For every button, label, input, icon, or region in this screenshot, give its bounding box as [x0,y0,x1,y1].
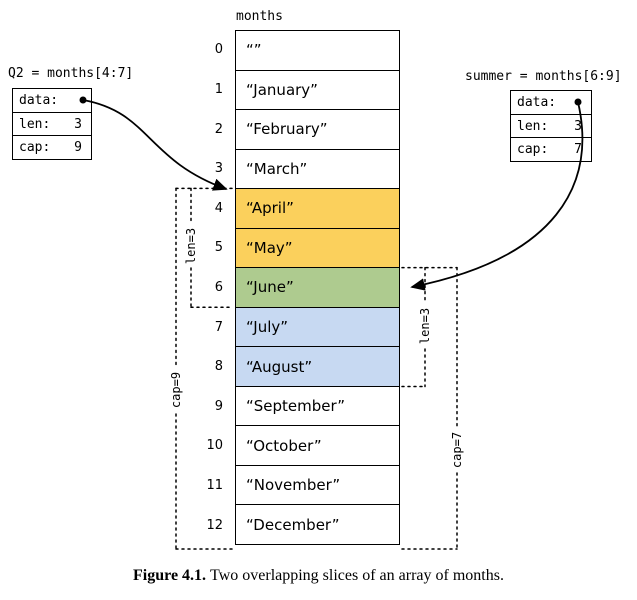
array-cell: “” [236,31,399,71]
array-index: 6 [214,279,223,295]
figure-caption: Figure 4.1.Two overlapping slices of an … [0,567,637,585]
array-cell: “February” [236,110,399,150]
array-cell: “July” [236,307,399,348]
q2-cap-value: 9 [74,140,82,156]
q2-len-label: len: [19,116,51,132]
q2-data-row: data: [13,89,91,113]
summer-data-row: data: [511,91,591,115]
array-index: 0 [214,42,223,58]
q2-len-row: len: 3 [13,113,91,137]
array-index: 7 [214,319,223,335]
array-cell: “September” [236,386,399,427]
array-index: 11 [206,478,223,493]
summer-data-label: data: [517,94,557,110]
summer-len-row: len: 3 [511,115,591,139]
array-index: 9 [214,398,223,414]
summer-slice-header: data: len: 3 cap: 7 [510,90,592,162]
array-cell: “October” [236,426,399,466]
array-cell: “January” [236,70,399,111]
array-name-label: months [236,9,283,24]
array-cell: “May” [236,228,399,269]
q2-len-bracket-label: len=3 [183,225,199,267]
q2-slice-title: Q2 = months[4:7] [8,66,134,81]
array-index: 8 [214,359,223,375]
array-cell: “August” [236,347,399,387]
q2-slice-header: data: len: 3 cap: 9 [12,88,92,160]
array-cell: “March” [236,149,399,190]
array-index-column: 0 1 2 3 4 5 6 7 8 9 10 11 12 [193,30,223,545]
array-cell: “November” [236,465,399,506]
months-array: “” “January” “February” “March” “April” … [235,30,400,545]
figure-caption-text: Two overlapping slices of an array of mo… [210,567,504,584]
array-index: 4 [214,200,223,216]
summer-cap-bracket-label: cap=7 [449,429,465,471]
array-index: 10 [206,438,223,454]
summer-cap-row: cap: 7 [511,138,591,161]
array-index: 2 [214,121,223,137]
q2-cap-row: cap: 9 [13,136,91,159]
summer-len-value: 3 [574,118,582,134]
array-index: 1 [214,81,223,97]
q2-cap-label: cap: [19,140,51,156]
q2-len-value: 3 [74,116,82,132]
array-index: 3 [214,161,223,177]
array-index: 12 [206,517,223,533]
q2-cap-bracket-label: cap=9 [168,369,184,411]
summer-cap-label: cap: [517,142,549,158]
array-cell: “June” [236,268,399,308]
summer-slice-title: summer = months[6:9] [465,69,622,84]
array-cell: “April” [236,189,399,229]
figure-caption-number: Figure 4.1. [133,567,207,584]
array-cell: “December” [236,505,399,544]
summer-len-label: len: [517,118,549,134]
summer-cap-value: 7 [574,142,582,158]
summer-len-bracket-label: len=3 [417,305,433,347]
q2-data-label: data: [19,92,59,108]
